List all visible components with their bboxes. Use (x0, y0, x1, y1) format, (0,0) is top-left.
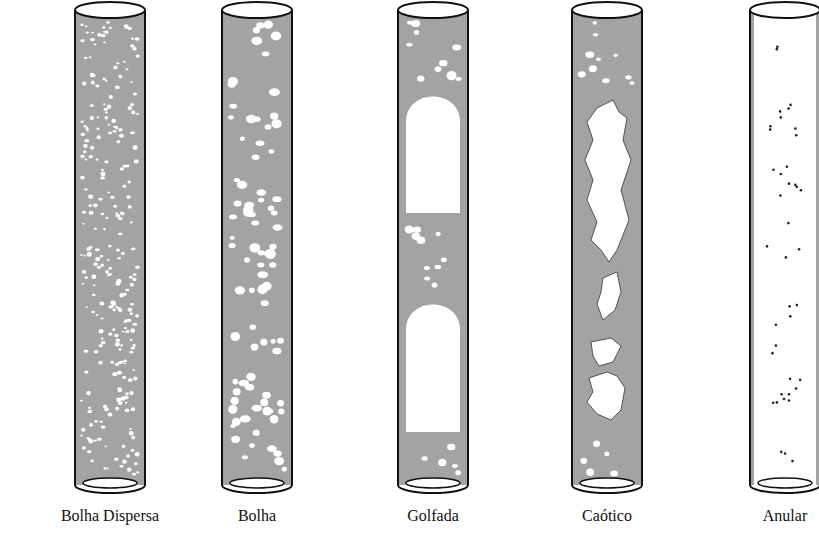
dispersed-bubble-pipe (75, 2, 145, 493)
churn-gas-pocket (587, 372, 625, 420)
regime-label: Golfada (407, 506, 459, 525)
slug-pipe (398, 2, 468, 493)
annular-pipe (750, 2, 819, 493)
churn-pipe (572, 2, 642, 493)
regime-label: Caótico (582, 506, 632, 525)
taylor-bubble (406, 305, 460, 433)
regime-label: Bolha Dispersa (61, 506, 159, 525)
regime-label: Anular (763, 506, 807, 525)
churn-gas-pocket (597, 272, 621, 320)
bubble-pipe (222, 2, 292, 493)
taylor-bubble (406, 97, 460, 214)
churn-gas-pocket (585, 100, 631, 262)
churn-gas-pocket (591, 338, 621, 366)
regime-label: Bolha (238, 506, 276, 525)
